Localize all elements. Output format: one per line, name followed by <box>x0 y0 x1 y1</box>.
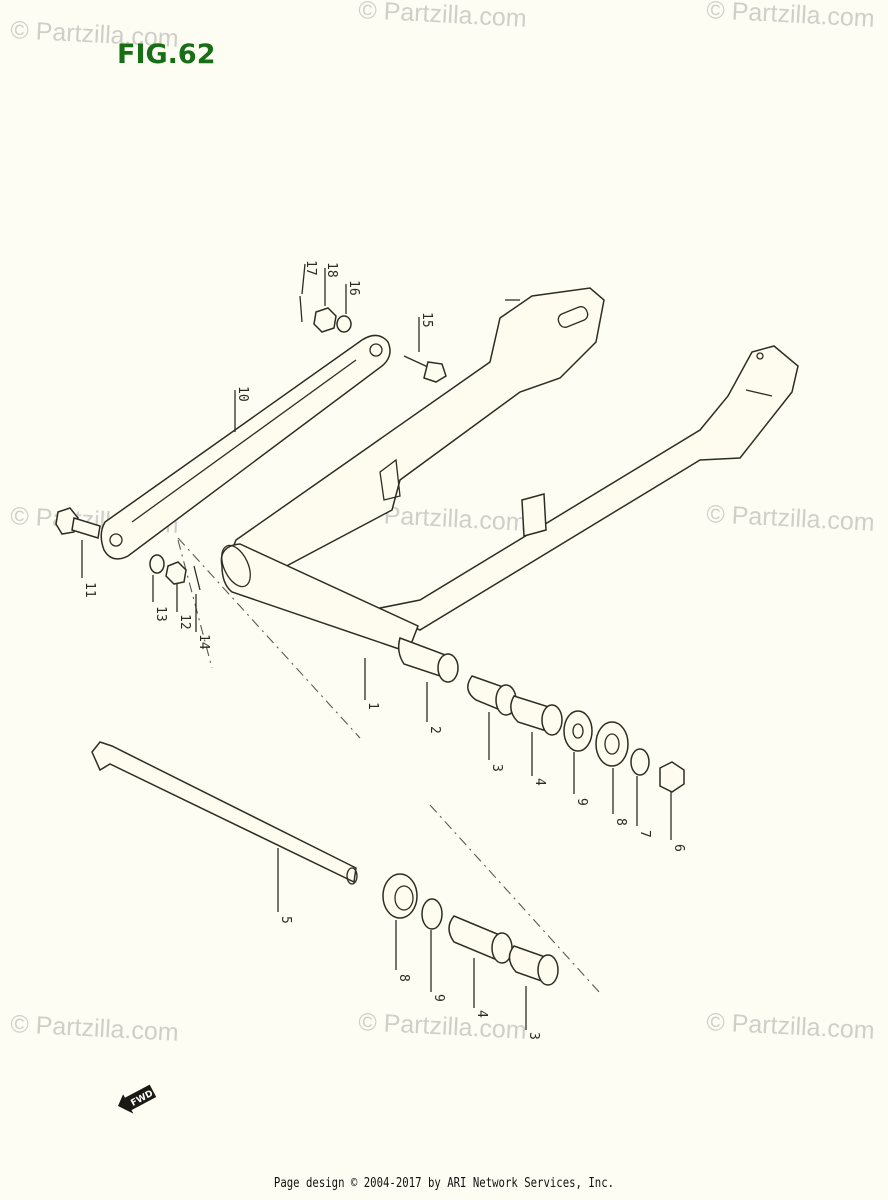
page-footer: Page design © 2004-2017 by ARI Network S… <box>273 1176 615 1191</box>
callout-9: 9 <box>431 994 446 1002</box>
callout-11: 11 <box>82 582 97 598</box>
bolt-part-11 <box>55 507 101 539</box>
pivot-collar-part-2 <box>397 637 459 683</box>
washer-nut-pin-13-12-14 <box>149 554 201 591</box>
callout-15: 15 <box>419 312 434 328</box>
callout-4: 4 <box>532 778 547 786</box>
torque-rod-part-10 <box>100 334 391 560</box>
assembly-center-lines <box>177 537 601 994</box>
leader-lines <box>81 263 672 1030</box>
swing-arm-part-1 <box>220 287 799 653</box>
callout-3: 3 <box>489 764 504 772</box>
watermark: © Partzilla.com <box>706 500 876 537</box>
bearing-stack-lower <box>382 873 559 986</box>
callout-1: 1 <box>365 702 380 710</box>
figure-label: FIG.62 <box>117 39 215 70</box>
watermark: © Partzilla.com <box>358 1008 528 1045</box>
callout-5: 5 <box>278 916 293 924</box>
watermark: © Partzilla.com <box>706 1008 876 1045</box>
callout-6: 6 <box>671 844 686 852</box>
callouts: 17 18 16 15 10 11 13 12 14 1 2 3 4 9 8 7… <box>82 260 686 1040</box>
callout-8: 8 <box>613 818 628 826</box>
callout-14: 14 <box>196 634 211 650</box>
callout-8: 8 <box>396 974 411 982</box>
watermark: © Partzilla.com <box>358 0 528 33</box>
callout-7: 7 <box>637 830 652 838</box>
callout-3: 3 <box>526 1032 541 1040</box>
callout-13: 13 <box>153 606 168 622</box>
bolt-part-15 <box>403 355 447 383</box>
callout-10: 10 <box>235 386 250 402</box>
cotter-nut-washer-17-18-16 <box>299 295 352 333</box>
callout-17: 17 <box>303 260 318 276</box>
watermark: © Partzilla.com <box>10 1010 180 1047</box>
callout-2: 2 <box>427 726 442 734</box>
callout-12: 12 <box>177 614 192 630</box>
pivot-shaft-part-5 <box>91 741 358 885</box>
callout-4: 4 <box>474 1010 489 1018</box>
watermark: © Partzilla.com <box>706 0 876 33</box>
callout-9: 9 <box>574 798 589 806</box>
fwd-arrow-icon: FWD <box>118 1084 157 1114</box>
callout-18: 18 <box>324 262 339 278</box>
bearing-stack-upper <box>467 675 685 793</box>
callout-16: 16 <box>346 280 361 296</box>
